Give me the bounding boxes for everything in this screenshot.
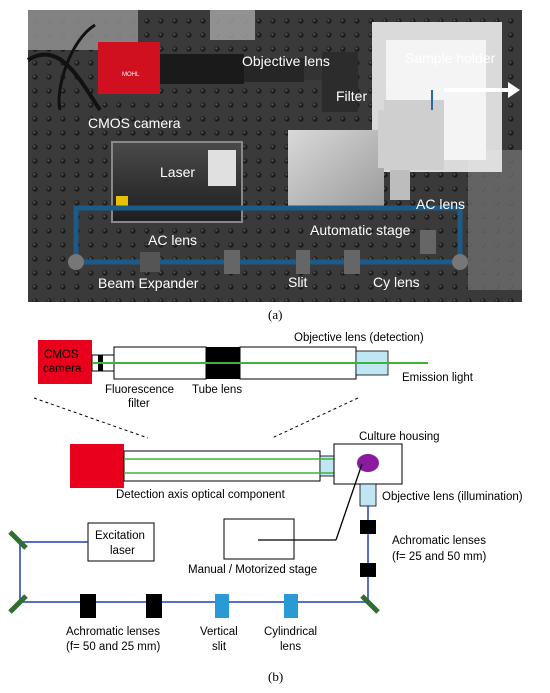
label-vertical-slit-2: slit xyxy=(212,641,227,653)
detection-camera-box xyxy=(70,444,124,488)
label-cylindrical-lens-2: lens xyxy=(280,641,301,653)
panel-a-caption: (a) xyxy=(268,307,282,322)
stage-box xyxy=(223,518,295,560)
label-manual-stage: Manual / Motorized stage xyxy=(188,564,317,576)
label-beam-expander: Beam Expander xyxy=(98,275,199,291)
camera-brand: MOHL xyxy=(122,72,140,78)
tube-lens-housing xyxy=(244,58,304,82)
achromatic-lens-right-1 xyxy=(360,520,376,534)
sample xyxy=(357,454,379,472)
label-objective-detection: Objective lens (detection) xyxy=(294,332,424,344)
label-detection-axis: Detection axis optical component xyxy=(116,489,286,501)
culture-housing: Culture housing Objective lens (illumina… xyxy=(333,431,523,602)
label-achromatic-bottom-1: Achromatic lenses xyxy=(66,626,160,638)
motion-arrow-head xyxy=(508,82,520,98)
label-cy-lens: Cy lens xyxy=(373,274,420,290)
detection-zoom: CMOS camera Objective lens (detection) F… xyxy=(38,332,474,410)
camera-body xyxy=(98,42,160,94)
cable xyxy=(57,23,96,111)
filter-mount xyxy=(322,52,358,112)
label-achromatic-right-1: Achromatic lenses xyxy=(392,535,486,547)
label-achromatic-bottom-2: (f= 50 and 25 mm) xyxy=(66,641,160,653)
detection-tube xyxy=(123,450,321,482)
mirror-mount xyxy=(68,254,84,270)
label-laser: Laser xyxy=(160,164,195,180)
achromatic-lens-right-2 xyxy=(360,563,376,577)
label-filter: Filter xyxy=(336,88,367,104)
camera-tube xyxy=(160,54,244,84)
cmos-camera-label-2: camera xyxy=(43,363,82,375)
excitation-laser-box xyxy=(87,522,155,562)
achromatic-lens-bottom-2 xyxy=(146,594,162,618)
label-sample-holder: Sample holder xyxy=(405,50,496,66)
label-objective-illumination: Objective lens (illumination) xyxy=(382,491,523,503)
cmos-camera-box xyxy=(38,340,92,384)
slit-mount xyxy=(296,250,310,274)
cylindrical-lens xyxy=(284,594,298,618)
label-ac-lens-right: AC lens xyxy=(416,196,465,212)
photo-beam-path xyxy=(73,205,463,265)
ac-lens-mount-right xyxy=(420,230,436,254)
label-vertical-slit-1: Vertical xyxy=(200,626,238,638)
mirror-bottom-right xyxy=(360,594,380,614)
label-slit: Slit xyxy=(288,274,308,290)
zoom-line-right xyxy=(271,397,359,439)
label-fluorescence-filter-1: Fluorescence xyxy=(105,384,174,396)
label-objective-lens: Objective lens xyxy=(242,53,330,69)
stage-arm-d xyxy=(335,463,363,541)
label-cmos-camera: CMOS camera xyxy=(88,115,181,131)
mount-block xyxy=(210,10,255,40)
stage-micrometer xyxy=(390,170,410,200)
zoom-line-left xyxy=(33,397,149,439)
ac-lens-mount xyxy=(224,250,240,274)
laser-warning-sticker xyxy=(116,196,128,206)
stage-upper xyxy=(378,110,438,168)
automatic-stage-body xyxy=(288,130,384,210)
label-automatic-stage: Automatic stage xyxy=(310,222,411,238)
photo-panel: MOHL xyxy=(26,10,522,302)
label-fluorescence-filter-2: filter xyxy=(128,398,150,410)
panel-b-caption: (b) xyxy=(268,669,283,684)
laser-label-sticker xyxy=(208,150,236,186)
beam-expander-mount xyxy=(140,252,160,272)
excitation-laser: Excitation laser xyxy=(87,522,155,562)
mirror-top-left xyxy=(8,530,28,550)
cy-lens-mount xyxy=(344,250,360,274)
mount-block xyxy=(468,150,522,290)
cmos-camera-label-1: CMOS xyxy=(44,349,79,361)
label-culture-housing: Culture housing xyxy=(359,431,440,443)
label-achromatic-right-2: (f= 25 and 50 mm) xyxy=(392,551,486,563)
label-excitation-laser-1: Excitation xyxy=(95,530,145,542)
achromatic-lens-bottom-1 xyxy=(80,594,96,618)
label-cylindrical-lens-1: Cylindrical xyxy=(264,626,317,638)
cable xyxy=(26,52,102,112)
label-tube-lens: Tube lens xyxy=(192,384,242,396)
label-excitation-laser-2: laser xyxy=(110,545,135,557)
mirror-mount xyxy=(452,254,468,270)
label-ac-lens-left: AC lens xyxy=(148,232,197,248)
detection-axis: Detection axis optical component xyxy=(70,444,358,501)
vertical-slit xyxy=(215,594,229,618)
excitation-beam-path xyxy=(19,541,368,603)
label-emission-light: Emission light xyxy=(402,372,474,384)
schematic-panel: CMOS camera Objective lens (detection) F… xyxy=(8,332,523,653)
mirror-bottom-left xyxy=(8,594,28,614)
stage: Manual / Motorized stage xyxy=(188,463,363,576)
objective-illumination-lens xyxy=(359,483,377,507)
